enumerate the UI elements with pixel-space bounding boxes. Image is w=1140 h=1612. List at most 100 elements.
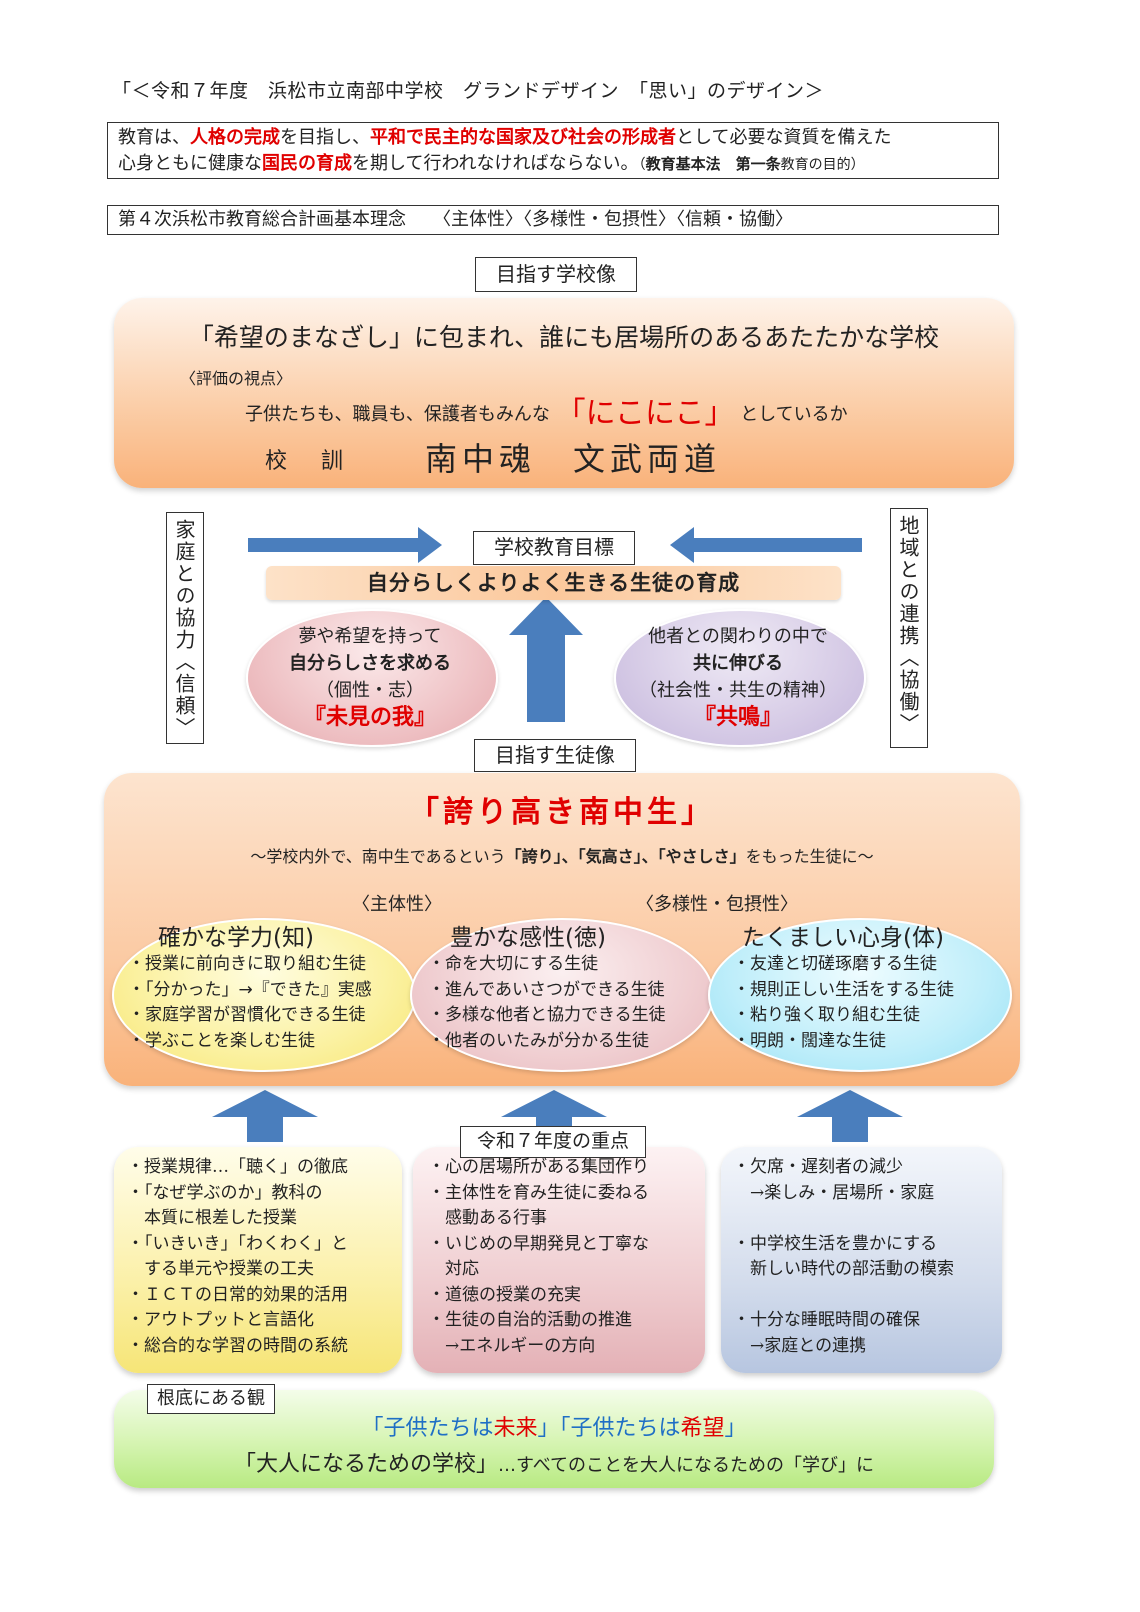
list-item: ・家庭学習が習慣化できる生徒 [128, 1005, 366, 1025]
pillar-body-title: たくましい心身(体) [742, 925, 944, 951]
focus-box-heart [413, 1147, 705, 1373]
law-highlight: 人格の完成 [190, 127, 280, 148]
self-oval [246, 609, 498, 747]
student-image-subtitle: 〜学校内外で、南中生であるという「誇り」、「気高さ」、「やさしさ」をもった生徒に… [104, 843, 1020, 867]
list-item: ・中学校生活を豊かにする [733, 1233, 938, 1254]
list-item: →楽しみ・居場所・家庭 [733, 1182, 935, 1203]
base-text: 」 [724, 1416, 747, 1441]
motto-label: 校 訓 [265, 449, 350, 474]
law-text: を目指し、 [280, 127, 370, 148]
law-text: を期して行われなければならない。 [352, 153, 639, 174]
base-highlight-hope: 希望 [680, 1416, 725, 1441]
pillar-knowledge-oval [112, 918, 416, 1072]
education-law-box: 教育は、人格の完成を目指し、平和で民主的な国家及び社会の形成者として必要な資質を… [107, 122, 999, 179]
list-item: ・授業に前向きに取り組む生徒 [128, 954, 366, 974]
subtitle-keywords: 「誇り」、「気高さ」、「やさしさ」 [505, 847, 746, 866]
school-goal-bar: 自分らしくよりよく生きる生徒の育成 [266, 566, 841, 600]
base-belief-label: 根底にある観 [147, 1384, 275, 1414]
list-item: 対応 [428, 1259, 479, 1279]
pillar-body-oval [708, 918, 1012, 1072]
law-text: 心身ともに健康な [118, 153, 262, 174]
list-item: 本質に根差した授業 [127, 1208, 297, 1228]
pillar-virtue-list: ・命を大切にする生徒 ・進んであいさつができる生徒 ・多様な他者と協力できる生徒… [428, 952, 666, 1054]
list-spacer [733, 1283, 954, 1309]
resonance-oval-text: 他者との関わりの中で 共に伸びる （社会性・共生の精神） 『共鳴』 [614, 623, 862, 731]
list-item: ・明朗・闊達な生徒 [733, 1030, 886, 1051]
mikennoware-text: 『未見の我』 [303, 705, 436, 730]
list-item: ・「いきいき」「わくわく」と [127, 1233, 348, 1254]
evaluation-label: 〈評価の視点〉 [180, 369, 293, 388]
law-highlight: 国民の育成 [262, 153, 352, 174]
evaluation-text: 子供たちも、職員も、保護者もみんな [245, 404, 550, 425]
list-item: ・学ぶことを楽しむ生徒 [128, 1030, 315, 1051]
list-item: ・進んであいさつができる生徒 [428, 979, 665, 1000]
school-image-text: 「希望のまなざし」に包まれ、誰にも居場所のあるあたたかな学校 [188, 323, 940, 352]
subtitle-text-end: をもった生徒に〜 [745, 847, 874, 866]
list-item: ・「なぜ学ぶのか」教科の [127, 1182, 323, 1203]
tag-diversity: 〈多様性・包摂性〉 [636, 894, 798, 915]
list-item: ・欠席・遅刻者の減少 [733, 1157, 903, 1177]
school-image-label: 目指す学校像 [475, 257, 637, 292]
list-item: 感動ある行事 [428, 1208, 547, 1228]
list-item: ・総合的な学習の時間の系統 [127, 1335, 348, 1356]
focus-health-list: ・欠席・遅刻者の減少 →楽しみ・居場所・家庭 ・中学校生活を豊かにする 新しい時… [733, 1155, 954, 1359]
evaluation-text-end: としているか [740, 404, 848, 425]
family-cooperation-box: 家庭との協力〈信頼〉 [166, 512, 204, 744]
base-school-text: 「大人になるための学校」 [233, 1452, 498, 1477]
up-arrow-icon [501, 1090, 607, 1130]
law-highlight: 平和で民主的な国家及び社会の形成者 [370, 127, 676, 148]
base-text: 「子供たちは [361, 1416, 494, 1441]
right-arrow-icon [248, 527, 442, 563]
pillar-virtue-oval [410, 918, 714, 1072]
self-oval-text: 夢や希望を持って 自分らしさを求める （個性・志） 『未見の我』 [246, 623, 494, 731]
pillar-virtue-title: 豊かな感性(徳) [450, 925, 606, 951]
self-line: （個性・志） [316, 680, 424, 701]
law-text: 教育は、 [118, 127, 190, 148]
plan-box: 第４次浜松市教育総合計画基本理念 〈主体性〉〈多様性・包摂性〉〈信頼・協働〉 [107, 205, 999, 235]
school-goal-label: 学校教育目標 [473, 531, 635, 565]
law-citation: 教育基本法 第一条 [645, 155, 781, 173]
self-line: 夢や希望を持って [298, 626, 442, 647]
resonance-line: 他者との関わりの中で [648, 626, 828, 647]
focus-label: 令和７年度の重点 [460, 1126, 646, 1158]
kyomei-text: 『共鳴』 [693, 705, 782, 730]
list-item: ・ＩＣＴの日常的効果的活用 [127, 1284, 348, 1305]
resonance-oval [614, 609, 866, 747]
list-item: ・規則正しい生活をする生徒 [733, 979, 954, 1000]
page-title: 「＜令和７年度 浜松市立南部中学校 グランドデザイン 「思い」のデザイン＞ [112, 80, 825, 102]
up-arrow-icon [212, 1090, 318, 1142]
list-item: する単元や授業の工夫 [127, 1259, 314, 1279]
law-citation-rest: 教育の目的） [780, 157, 865, 173]
list-item: ・「分かった」→『できた』実感 [128, 979, 372, 1000]
school-image-panel [114, 298, 1014, 488]
list-item: ・他者のいたみが分かる生徒 [428, 1030, 649, 1051]
evaluation-viewpoint: 子供たちも、職員も、保護者もみんな 「にこにこ」 としているか [245, 388, 848, 432]
list-item: ・生徒の自治的活動の推進 [428, 1310, 632, 1330]
base-belief-line1: 「子供たちは未来」「子供たちは希望」 [114, 1410, 994, 1442]
region-cooperation-box: 地域との連携〈協働〉 [890, 508, 928, 748]
list-item: ・道徳の授業の充実 [428, 1284, 581, 1305]
left-arrow-icon [670, 527, 862, 563]
law-citation-open: （ [638, 157, 646, 173]
student-image-label: 目指す生徒像 [474, 739, 636, 772]
list-item: ・いじめの早期発見と丁寧な [428, 1233, 649, 1254]
list-item: ・授業規律…「聴く」の徹底 [127, 1157, 348, 1177]
list-item: ・心の居場所がある集団作り [428, 1157, 649, 1177]
pillar-body-list: ・友達と切磋琢磨する生徒 ・規則正しい生活をする生徒 ・粘り強く取り組む生徒 ・… [733, 952, 954, 1054]
base-belief-line2: 「大人になるための学校」…すべてのことを大人になるための「学び」に [114, 1446, 994, 1478]
list-item: ・多様な他者と協力できる生徒 [428, 1005, 666, 1025]
up-arrow-icon [509, 597, 583, 722]
focus-academic-list: ・授業規律…「聴く」の徹底 ・「なぜ学ぶのか」教科の 本質に根差した授業 ・「い… [127, 1155, 348, 1359]
list-item: ・アウトプットと言語化 [127, 1310, 314, 1330]
list-item: ・友達と切磋琢磨する生徒 [733, 954, 937, 974]
subtitle-text: 〜学校内外で、南中生であるという [250, 847, 506, 866]
list-item: ・十分な睡眠時間の確保 [733, 1310, 920, 1330]
pillar-knowledge-title: 確かな学力(知) [158, 925, 314, 951]
list-item: →家庭との連携 [733, 1335, 867, 1356]
nikoniko-text: 「にこにこ」 [555, 396, 735, 431]
pillar-knowledge-list: ・授業に前向きに取り組む生徒 ・「分かった」→『できた』実感 ・家庭学習が習慣化… [128, 952, 372, 1054]
base-learning-text: …すべてのことを大人になるための「学び」に [497, 1455, 875, 1476]
focus-box-health [721, 1147, 1002, 1373]
list-spacer [733, 1206, 954, 1232]
base-text: 」「子供たちは [537, 1416, 681, 1441]
